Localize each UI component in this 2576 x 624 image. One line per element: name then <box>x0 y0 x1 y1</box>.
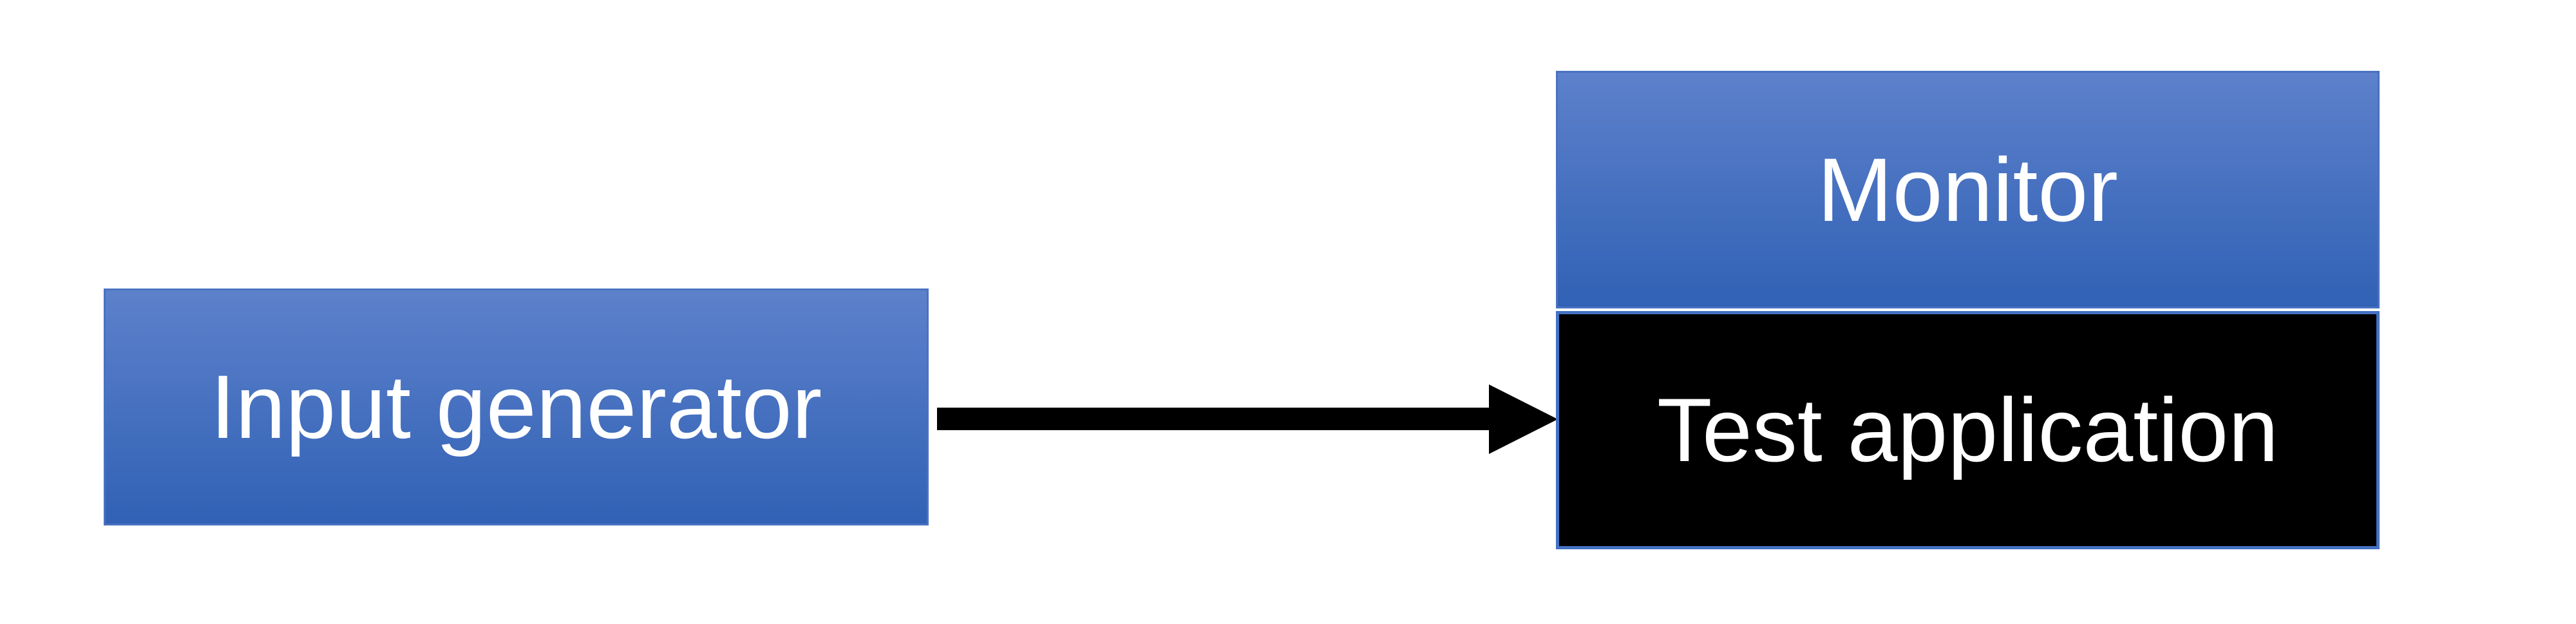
node-monitor-label: Monitor <box>1817 138 2118 240</box>
node-input-generator-label: Input generator <box>210 356 822 457</box>
node-test-application: Test application <box>1556 311 2380 549</box>
node-test-application-label: Test application <box>1656 379 2279 480</box>
arrow-connector <box>937 384 1558 454</box>
node-input-generator: Input generator <box>104 288 929 525</box>
arrow-right-icon <box>937 384 1558 454</box>
node-monitor: Monitor <box>1556 71 2380 308</box>
